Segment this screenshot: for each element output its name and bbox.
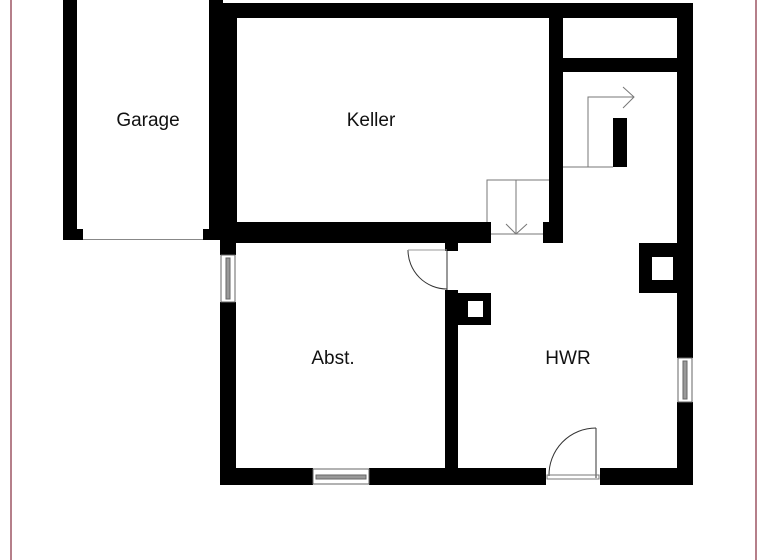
door-hwr-threshold bbox=[546, 474, 600, 480]
stairs-outline bbox=[486, 179, 549, 222]
wall-north bbox=[222, 3, 693, 18]
partition-top bbox=[445, 243, 458, 251]
garage-wall-east bbox=[209, 0, 223, 240]
stair-post bbox=[613, 118, 627, 167]
chimney-hwr-icon bbox=[458, 293, 491, 325]
window-hwr-east-pane bbox=[682, 360, 688, 400]
keller-wall-south bbox=[222, 222, 491, 243]
window-abst-south-pane bbox=[315, 474, 367, 480]
wall-south-2 bbox=[369, 468, 546, 485]
wall-south-1 bbox=[220, 468, 313, 485]
room-label-garage: Garage bbox=[116, 110, 180, 131]
keller-wall-west bbox=[222, 3, 237, 243]
partition-abst-hwr bbox=[445, 290, 458, 468]
window-abst-west-pane bbox=[225, 257, 231, 300]
keller-pier bbox=[543, 222, 563, 243]
wall-east-lower bbox=[677, 402, 693, 485]
garage-pier-left bbox=[63, 229, 83, 240]
abst-wall-west bbox=[220, 302, 236, 485]
keller-wall-east bbox=[549, 18, 563, 243]
frame-line-left bbox=[10, 0, 12, 560]
garage-pier-right bbox=[203, 229, 223, 240]
door-abst-swing bbox=[407, 249, 448, 290]
stairs-up-arrow bbox=[587, 96, 634, 167]
room-label-hwr: HWR bbox=[545, 348, 591, 369]
wall-south-3 bbox=[600, 468, 693, 485]
storage-wall-south bbox=[563, 58, 677, 72]
abst-wall-west-top bbox=[220, 240, 236, 255]
chimney-east-icon bbox=[639, 243, 678, 293]
room-label-abst: Abst. bbox=[311, 348, 355, 369]
room-label-keller: Keller bbox=[346, 110, 396, 131]
frame-line-right bbox=[755, 0, 757, 560]
garage-wall-west bbox=[63, 0, 77, 240]
stairs-up-arrowhead bbox=[622, 86, 635, 109]
wall-east-upper bbox=[677, 3, 693, 358]
stairs-down-arrowhead bbox=[505, 223, 528, 235]
door-hwr-swing bbox=[548, 427, 597, 477]
